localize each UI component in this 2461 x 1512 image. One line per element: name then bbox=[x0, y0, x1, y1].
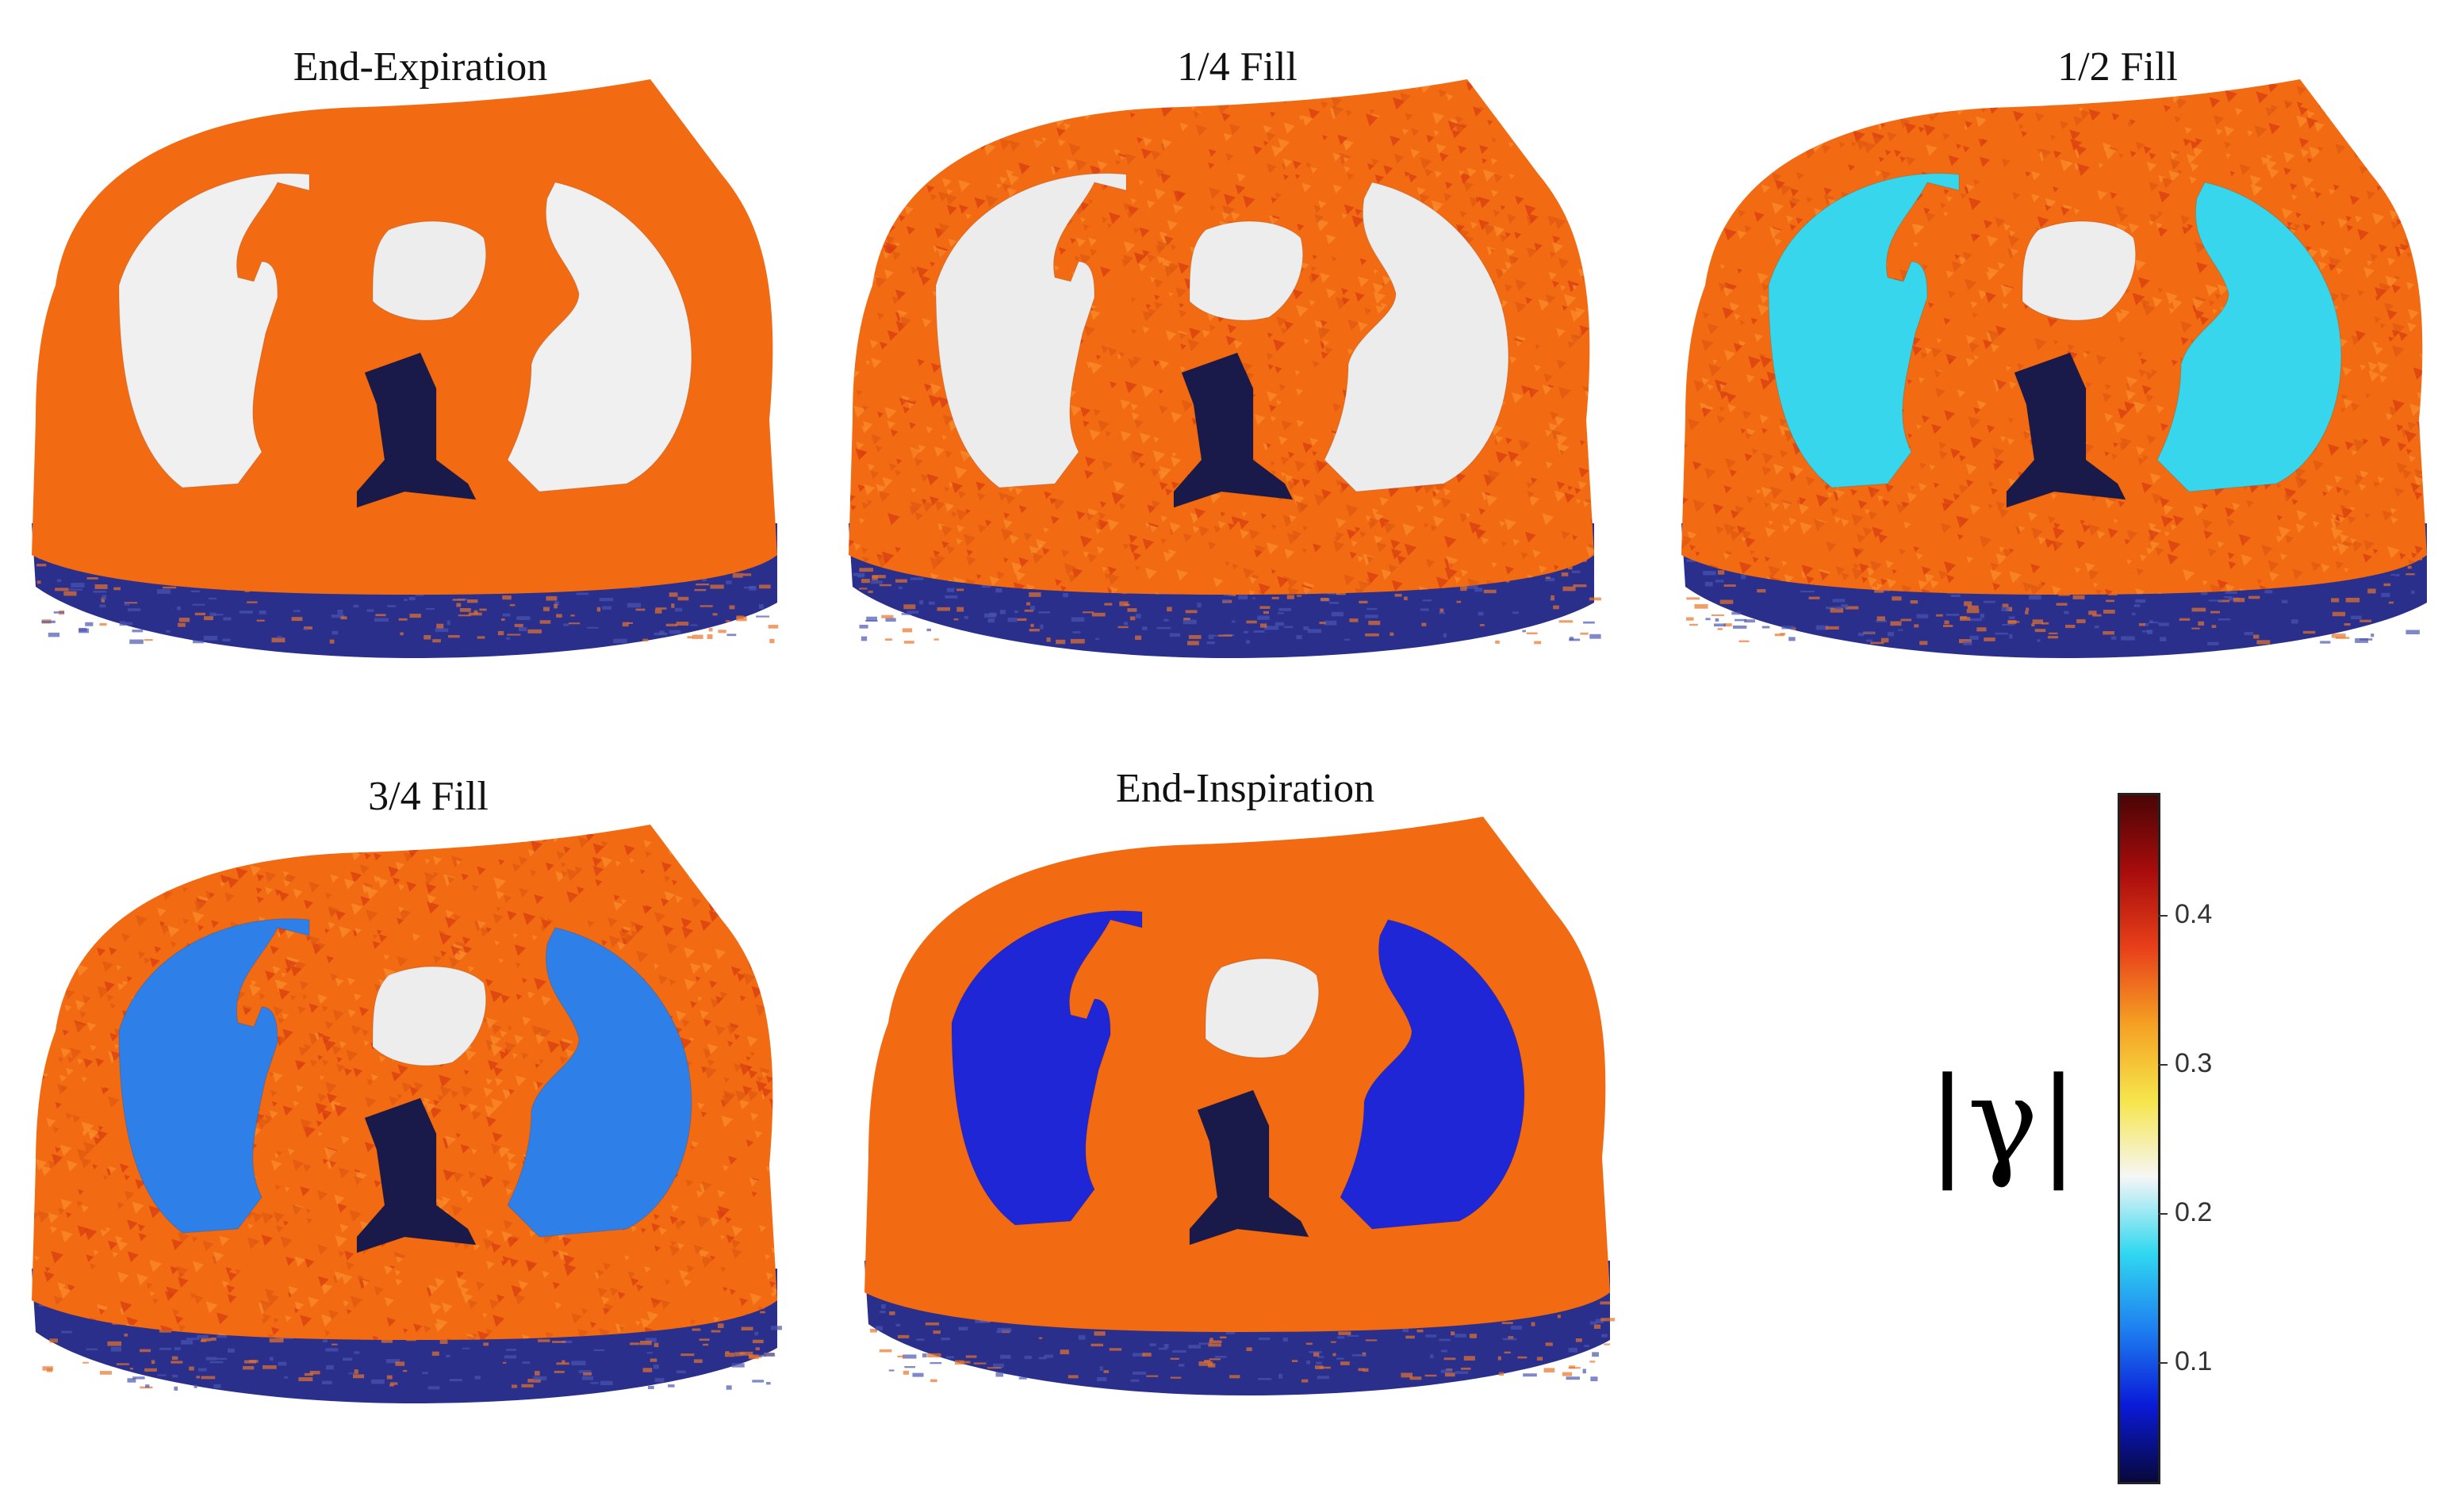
heart bbox=[356, 352, 477, 508]
colorbar-tick bbox=[2158, 1063, 2168, 1066]
thorax-mesh bbox=[864, 817, 1616, 1395]
mesh-panel-quarter-fill bbox=[841, 79, 1618, 761]
thorax-mesh bbox=[32, 825, 782, 1403]
thorax-mesh bbox=[32, 79, 779, 658]
left-lung bbox=[935, 173, 1127, 488]
right-lung bbox=[2156, 182, 2342, 492]
mesh-panel-three-quarter-fill bbox=[24, 825, 801, 1506]
right-lung bbox=[507, 927, 692, 1238]
panel-title-three-quarter-fill: 3/4 Fill bbox=[368, 774, 489, 819]
panel-title-half-fill: 1/2 Fill bbox=[2057, 44, 2178, 90]
panel-title-end-inspiration: End-Inspiration bbox=[1115, 766, 1375, 811]
mesh-panel-end-inspiration bbox=[857, 817, 1634, 1499]
panel-title-end-expiration: End-Expiration bbox=[293, 44, 548, 90]
colorbar-tick bbox=[2158, 1362, 2168, 1365]
trachea bbox=[1189, 220, 1304, 321]
heart bbox=[2006, 352, 2126, 508]
left-lung bbox=[951, 910, 1143, 1226]
trachea bbox=[372, 220, 487, 321]
colorbar-tick bbox=[2158, 914, 2168, 917]
thorax-mesh bbox=[849, 79, 1601, 658]
trachea bbox=[1205, 958, 1320, 1058]
right-lung bbox=[507, 182, 692, 492]
left-lung bbox=[1768, 173, 1960, 488]
left-lung bbox=[118, 173, 310, 488]
mesh-panel-half-fill bbox=[1673, 79, 2451, 761]
left-lung bbox=[118, 918, 310, 1234]
colorbar-tick-label: 0.2 bbox=[2175, 1197, 2213, 1228]
colorbar: 0.1 0.2 0.3 0.4 bbox=[2110, 793, 2379, 1491]
colorbar-gradient bbox=[2118, 793, 2160, 1484]
colorbar-label: |γ| bbox=[1927, 1053, 2079, 1191]
colorbar-tick-label: 0.4 bbox=[2175, 898, 2213, 929]
heart bbox=[1189, 1089, 1309, 1246]
colorbar-tick bbox=[2158, 1213, 2168, 1215]
trachea bbox=[372, 966, 487, 1066]
panel-title-quarter-fill: 1/4 Fill bbox=[1177, 44, 1298, 90]
heart bbox=[1173, 352, 1294, 508]
colorbar-tick-label: 0.1 bbox=[2175, 1346, 2213, 1377]
trachea bbox=[2022, 220, 2137, 321]
colorbar-tick-label: 0.3 bbox=[2175, 1047, 2213, 1078]
thorax-mesh bbox=[1681, 79, 2427, 658]
mesh-panel-end-expiration bbox=[24, 79, 801, 761]
right-lung bbox=[1324, 182, 1509, 492]
right-lung bbox=[1340, 919, 1525, 1230]
heart bbox=[356, 1097, 477, 1254]
